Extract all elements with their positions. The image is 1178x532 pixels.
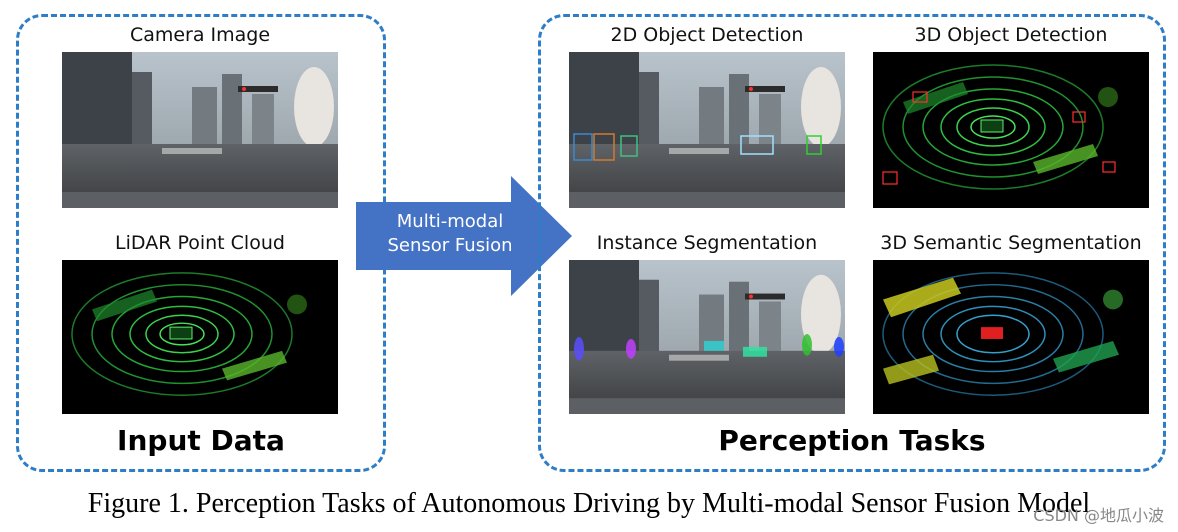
lidar-point-cloud-caption: LiDAR Point Cloud: [62, 232, 338, 254]
3d-semantic-segmentation-caption: 3D Semantic Segmentation: [873, 232, 1149, 254]
fusion-arrow-label: Multi-modal Sensor Fusion: [360, 210, 540, 258]
2d-object-detection-image: [569, 52, 845, 208]
input-data-title: Input Data: [16, 424, 386, 457]
fusion-label-line2: Sensor Fusion: [360, 234, 540, 258]
watermark: CSDN @地瓜小波: [1033, 502, 1164, 526]
fusion-label-line1: Multi-modal: [360, 210, 540, 234]
lidar-point-cloud-image: [62, 260, 338, 414]
2d-object-detection-caption: 2D Object Detection: [569, 24, 845, 46]
3d-semantic-segmentation-image: [873, 260, 1149, 414]
3d-object-detection-image: [873, 52, 1149, 208]
3d-object-detection-caption: 3D Object Detection: [873, 24, 1149, 46]
camera-image-caption: Camera Image: [62, 24, 338, 46]
camera-image: [62, 52, 338, 208]
instance-segmentation-caption: Instance Segmentation: [569, 232, 845, 254]
figure-caption: Figure 1. Perception Tasks of Autonomous…: [0, 488, 1178, 520]
instance-segmentation-image: [569, 260, 845, 414]
perception-tasks-title: Perception Tasks: [538, 424, 1166, 457]
